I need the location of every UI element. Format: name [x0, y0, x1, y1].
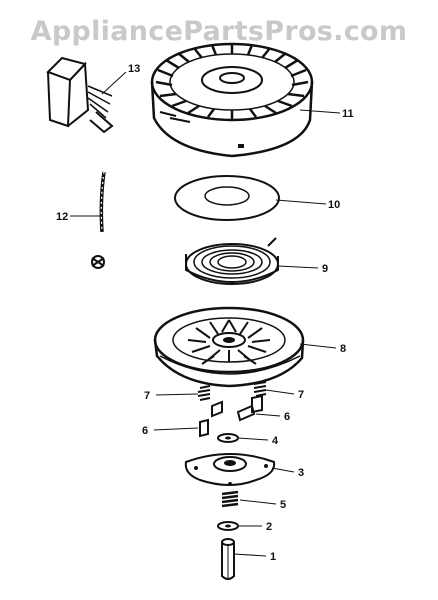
callout-7-right: 7: [298, 389, 304, 401]
callout-3: 3: [298, 467, 304, 479]
part-8-pulley[interactable]: [153, 306, 305, 388]
callout-8: 8: [340, 343, 346, 355]
callout-12: 12: [56, 211, 68, 223]
part-6-pawls[interactable]: [199, 394, 263, 438]
leader-lines: [70, 71, 341, 557]
part-5-spring[interactable]: [221, 490, 239, 508]
callout-6-right: 6: [284, 411, 290, 423]
part-7-springs[interactable]: [197, 381, 267, 401]
callout-1: 1: [270, 551, 276, 563]
part-3-retainer[interactable]: [184, 453, 276, 486]
callout-10: 10: [328, 199, 340, 211]
callout-5: 5: [280, 499, 286, 511]
part-10-washer-plate[interactable]: [174, 175, 280, 221]
callout-9: 9: [322, 263, 328, 275]
callout-4: 4: [272, 435, 279, 447]
part-13-handle[interactable]: [46, 56, 114, 134]
part-1-screw[interactable]: [221, 538, 235, 580]
callout-13: 13: [128, 63, 140, 75]
part-12-rope[interactable]: [91, 171, 106, 269]
part-9-recoil-spring[interactable]: [185, 237, 279, 285]
part-11-starter-housing[interactable]: [150, 42, 314, 158]
callout-2: 2: [266, 521, 272, 533]
callout-6-left: 6: [142, 425, 148, 437]
part-4-washer[interactable]: [217, 433, 239, 443]
part-2-washer[interactable]: [217, 521, 239, 531]
callout-7-left: 7: [144, 390, 150, 402]
callout-11: 11: [342, 108, 354, 120]
